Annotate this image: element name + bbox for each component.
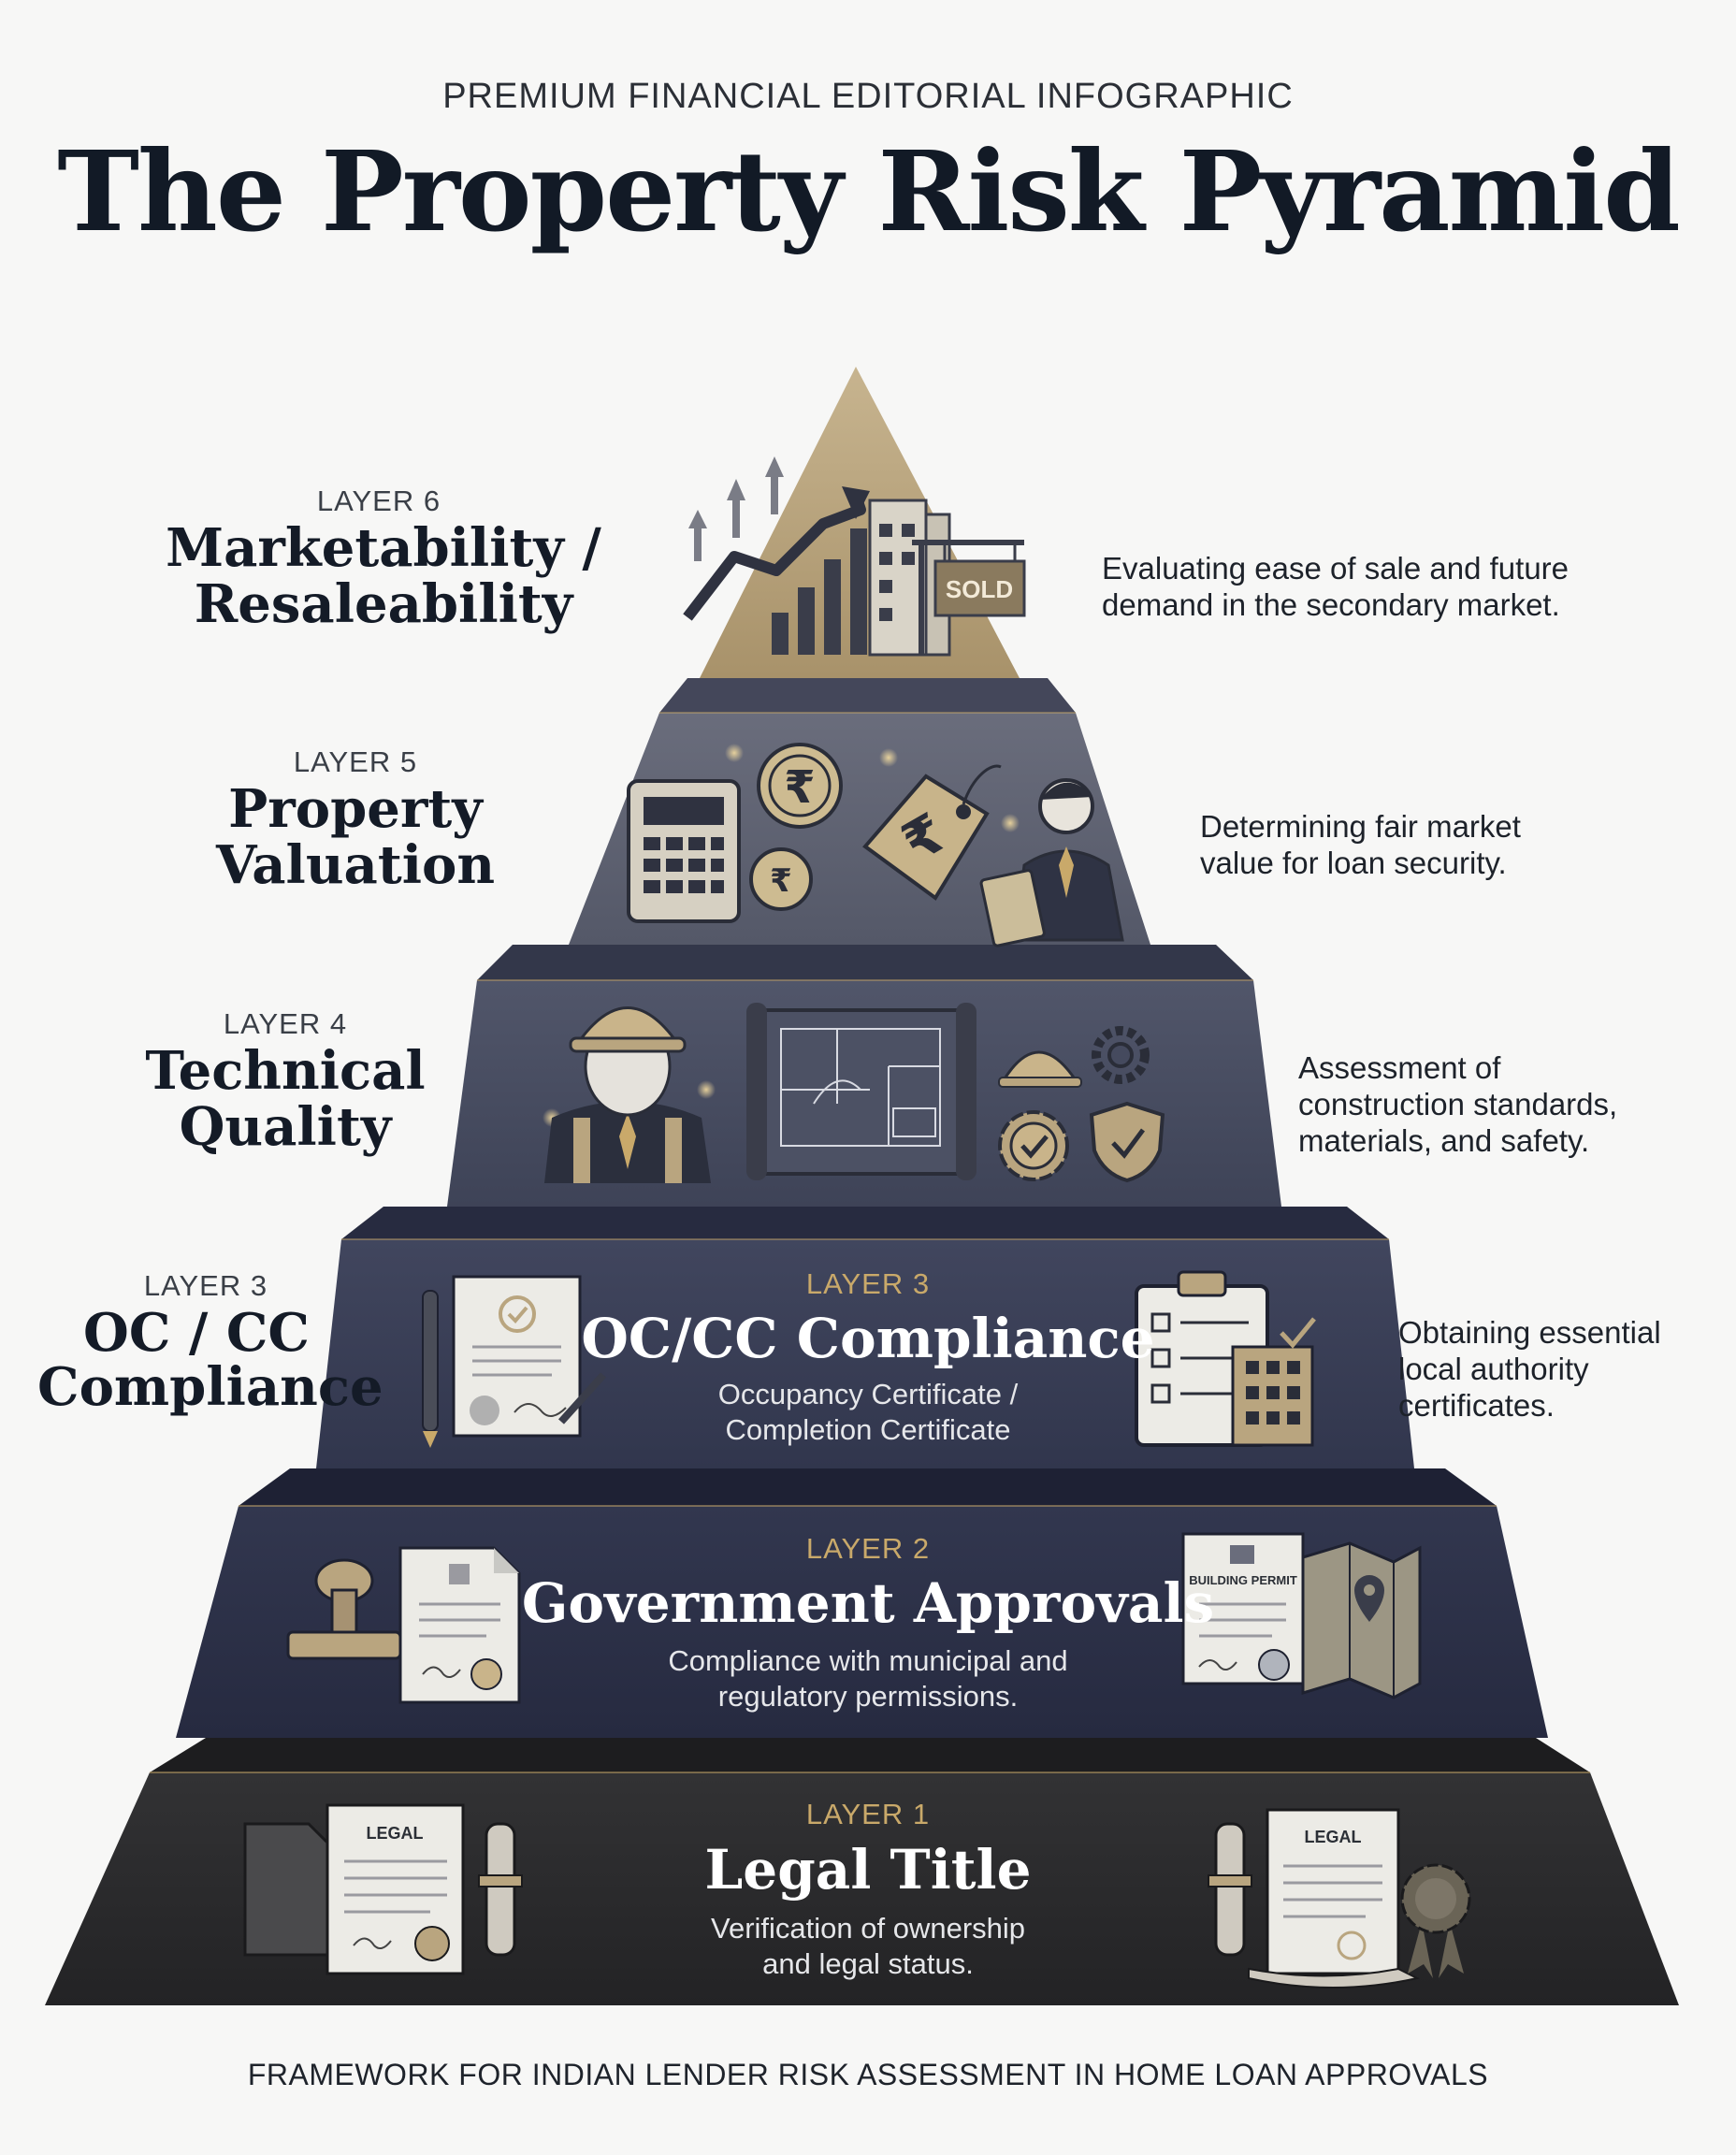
valuer-person-icon: [979, 778, 1124, 947]
rupee-coin-icon: ₹ ₹: [749, 743, 843, 911]
seal-ribbon-icon: [1400, 1863, 1471, 1978]
layer-6-name-line2: Resaleability: [194, 573, 573, 635]
layer-3-tag: LAYER 3: [143, 1269, 268, 1302]
layer-1-inner-title: Legal Title: [704, 1838, 1032, 1902]
government-document-icon: [398, 1546, 521, 1704]
pen-icon: [422, 1290, 439, 1448]
layer-4-name-line1: Technical: [145, 1040, 426, 1102]
sold-sign-icon: SOLD: [912, 540, 1026, 655]
layer-4-desc-line2: construction standards,: [1298, 1087, 1618, 1121]
layer-4-tag: LAYER 4: [223, 1007, 348, 1040]
legal-label-right: LEGAL: [1305, 1828, 1362, 1846]
layer-6-tag: LAYER 6: [316, 485, 441, 517]
layer-5-desc-line1: Determining fair market: [1200, 809, 1521, 844]
certificate-document-icon: [452, 1275, 606, 1438]
sold-sign-text: SOLD: [946, 575, 1013, 603]
layer-5-tag: LAYER 5: [293, 745, 418, 778]
layer-3-inner-sub-line1: Occupancy Certificate /: [717, 1378, 1019, 1410]
building-permit-label: BUILDING PERMIT: [1189, 1573, 1297, 1587]
office-building-icon: [1231, 1317, 1316, 1447]
layer-4-desc-line3: materials, and safety.: [1298, 1123, 1590, 1158]
layer-4-name-line2: Quality: [179, 1096, 392, 1158]
layer-3-inner-sub-line2: Completion Certificate: [725, 1413, 1011, 1446]
layer-5-name-line2: Valuation: [215, 834, 496, 896]
layer-3-desc-line1: Obtaining essential: [1398, 1315, 1661, 1350]
layer-5-desc-line2: value for loan security.: [1200, 846, 1507, 880]
growth-chart-icon: [683, 456, 870, 655]
layer-3-name-line2: Compliance: [37, 1356, 383, 1418]
rupee-symbol: ₹: [784, 761, 815, 814]
layer-2-inner-sub-line1: Compliance with municipal and: [668, 1644, 1068, 1677]
legal-label-left: LEGAL: [367, 1824, 424, 1843]
blueprint-icon: [746, 1003, 976, 1180]
layer-6-name-line1: Marketability /: [166, 517, 601, 579]
legal-document-left-icon: LEGAL: [243, 1803, 465, 1975]
layer-3-inner-title: OC/CC Compliance: [581, 1307, 1155, 1370]
safety-gear-icon: [998, 1026, 1150, 1088]
layer-3-desc-line2: local authority: [1398, 1352, 1589, 1386]
legal-document-right-icon: LEGAL: [1248, 1808, 1420, 1989]
calculator-icon: [627, 779, 741, 923]
quality-badge-icon: [998, 1110, 1069, 1181]
footer-caption: FRAMEWORK FOR INDIAN LENDER RISK ASSESSM…: [247, 2058, 1489, 2091]
layer-2-inner-sub-line2: regulatory permissions.: [717, 1680, 1019, 1713]
layer-2-inner-title: Government Approvals: [521, 1571, 1215, 1635]
layer-1-inner-tag: LAYER 1: [805, 1798, 931, 1830]
page-title: The Property Risk Pyramid: [57, 126, 1681, 256]
layer-2-inner-tag: LAYER 2: [805, 1532, 931, 1565]
layer-3-name-line1: OC / CC: [83, 1302, 310, 1364]
scroll-left-icon: [478, 1822, 523, 1957]
layer-3-desc-line3: certificates.: [1398, 1388, 1555, 1423]
city-map-icon: [1301, 1541, 1422, 1699]
layer-1-inner-sub-line2: and legal status.: [762, 1947, 974, 1980]
rupee-symbol-small: ₹: [770, 862, 792, 900]
layer-6-desc-line2: demand in the secondary market.: [1102, 587, 1560, 622]
header-kicker: PREMIUM FINANCIAL EDITORIAL INFOGRAPHIC: [442, 77, 1294, 116]
layer-6-description: Evaluating ease of sale and future deman…: [1102, 550, 1682, 623]
scroll-right-icon: [1208, 1822, 1252, 1957]
layer-3-inner-tag: LAYER 3: [805, 1267, 931, 1300]
layer-6-desc-line1: Evaluating ease of sale and future: [1102, 551, 1570, 586]
layer-4-desc-line1: Assessment of: [1298, 1050, 1501, 1085]
layer-5-name-line1: Property: [228, 778, 483, 840]
layer-5-description: Determining fair market value for loan s…: [1200, 808, 1686, 881]
building-permit-icon: BUILDING PERMIT: [1181, 1532, 1305, 1685]
engineer-helmet-icon: [544, 1006, 711, 1183]
layer-3-description: Obtaining essential local authority cert…: [1398, 1314, 1716, 1424]
sparkle-dots: [542, 744, 1020, 1127]
layer-4-description: Assessment of construction standards, ma…: [1298, 1049, 1710, 1159]
shield-check-icon: [1089, 1101, 1165, 1183]
layer-1-inner-sub-line1: Verification of ownership: [710, 1912, 1026, 1945]
price-tag-icon: ₹: [862, 764, 1002, 901]
